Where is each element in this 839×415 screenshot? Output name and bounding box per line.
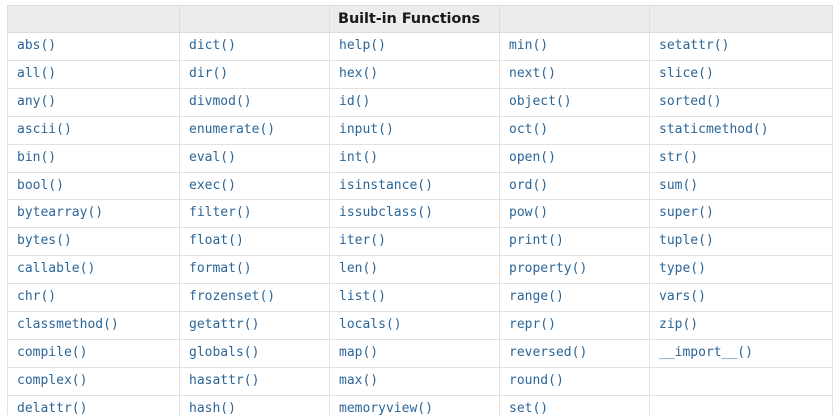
header-cell-1 bbox=[7, 5, 180, 33]
function-cell[interactable]: bool() bbox=[7, 171, 180, 201]
function-cell[interactable]: zip() bbox=[649, 311, 833, 340]
function-cell[interactable]: staticmethod() bbox=[649, 115, 833, 145]
page-title: Built-in Functions bbox=[329, 5, 500, 33]
function-cell[interactable]: tuple() bbox=[649, 227, 833, 257]
table-row: abs()dict()help()min()setattr() bbox=[7, 32, 833, 61]
function-cell[interactable]: callable() bbox=[7, 255, 180, 285]
table-row: classmethod()getattr()locals()repr()zip(… bbox=[7, 311, 833, 340]
table-row: bytes()float()iter()print()tuple() bbox=[7, 227, 833, 257]
function-cell[interactable]: repr() bbox=[499, 311, 650, 340]
function-cell[interactable]: hex() bbox=[329, 59, 500, 89]
table-row: chr()frozenset()list()range()vars() bbox=[7, 283, 833, 313]
function-cell[interactable]: exec() bbox=[179, 171, 330, 201]
function-cell[interactable]: str() bbox=[649, 143, 833, 173]
function-cell[interactable]: float() bbox=[179, 227, 330, 257]
function-cell[interactable]: map() bbox=[329, 338, 500, 368]
function-cell[interactable]: format() bbox=[179, 255, 330, 285]
function-cell[interactable]: issubclass() bbox=[329, 199, 500, 229]
function-cell[interactable]: type() bbox=[649, 255, 833, 285]
function-cell[interactable]: round() bbox=[499, 366, 650, 396]
function-cell[interactable]: pow() bbox=[499, 199, 650, 229]
table-row: all()dir()hex()next()slice() bbox=[7, 59, 833, 89]
function-cell[interactable]: globals() bbox=[179, 338, 330, 368]
empty-cell bbox=[649, 394, 833, 415]
function-cell[interactable]: help() bbox=[329, 32, 500, 61]
table-body: abs()dict()help()min()setattr()all()dir(… bbox=[7, 32, 833, 415]
function-cell[interactable]: abs() bbox=[7, 32, 180, 61]
function-cell[interactable]: int() bbox=[329, 143, 500, 173]
function-cell[interactable]: locals() bbox=[329, 311, 500, 340]
function-cell[interactable]: complex() bbox=[7, 366, 180, 396]
function-cell[interactable]: ascii() bbox=[7, 115, 180, 145]
function-cell[interactable]: bytes() bbox=[7, 227, 180, 257]
function-cell[interactable]: enumerate() bbox=[179, 115, 330, 145]
header-cell-4 bbox=[499, 5, 650, 33]
function-cell[interactable]: any() bbox=[7, 87, 180, 117]
function-cell[interactable]: divmod() bbox=[179, 87, 330, 117]
function-cell[interactable]: reversed() bbox=[499, 338, 650, 368]
function-cell[interactable]: next() bbox=[499, 59, 650, 89]
function-cell[interactable]: filter() bbox=[179, 199, 330, 229]
function-cell[interactable]: max() bbox=[329, 366, 500, 396]
table-row: complex()hasattr()max()round() bbox=[7, 366, 833, 396]
function-cell[interactable]: ord() bbox=[499, 171, 650, 201]
table-row: callable()format()len()property()type() bbox=[7, 255, 833, 285]
table-row: bool()exec()isinstance()ord()sum() bbox=[7, 171, 833, 201]
function-cell[interactable]: memoryview() bbox=[329, 394, 500, 415]
function-cell[interactable]: hash() bbox=[179, 394, 330, 415]
function-cell[interactable]: bin() bbox=[7, 143, 180, 173]
function-cell[interactable]: all() bbox=[7, 59, 180, 89]
table-row: bytearray()filter()issubclass()pow()supe… bbox=[7, 199, 833, 229]
table-header-row: Built-in Functions bbox=[7, 5, 833, 33]
function-cell[interactable]: isinstance() bbox=[329, 171, 500, 201]
function-cell[interactable]: super() bbox=[649, 199, 833, 229]
table-row: bin()eval()int()open()str() bbox=[7, 143, 833, 173]
table-row: delattr()hash()memoryview()set() bbox=[7, 394, 833, 415]
function-cell[interactable]: print() bbox=[499, 227, 650, 257]
builtin-functions-table: Built-in Functions abs()dict()help()min(… bbox=[7, 5, 833, 415]
function-cell[interactable]: compile() bbox=[7, 338, 180, 368]
empty-cell bbox=[649, 366, 833, 396]
table-row: compile()globals()map()reversed()__impor… bbox=[7, 338, 833, 368]
function-cell[interactable]: dir() bbox=[179, 59, 330, 89]
header-cell-2 bbox=[179, 5, 330, 33]
function-cell[interactable]: getattr() bbox=[179, 311, 330, 340]
function-cell[interactable]: oct() bbox=[499, 115, 650, 145]
table-row: any()divmod()id()object()sorted() bbox=[7, 87, 833, 117]
function-cell[interactable]: id() bbox=[329, 87, 500, 117]
function-cell[interactable]: len() bbox=[329, 255, 500, 285]
function-cell[interactable]: range() bbox=[499, 283, 650, 313]
function-cell[interactable]: bytearray() bbox=[7, 199, 180, 229]
function-cell[interactable]: chr() bbox=[7, 283, 180, 313]
function-cell[interactable]: sum() bbox=[649, 171, 833, 201]
function-cell[interactable]: dict() bbox=[179, 32, 330, 61]
table-row: ascii()enumerate()input()oct()staticmeth… bbox=[7, 115, 833, 145]
function-cell[interactable]: property() bbox=[499, 255, 650, 285]
function-cell[interactable]: setattr() bbox=[649, 32, 833, 61]
function-cell[interactable]: classmethod() bbox=[7, 311, 180, 340]
function-cell[interactable]: sorted() bbox=[649, 87, 833, 117]
function-cell[interactable]: min() bbox=[499, 32, 650, 61]
function-cell[interactable]: __import__() bbox=[649, 338, 833, 368]
function-cell[interactable]: hasattr() bbox=[179, 366, 330, 396]
function-cell[interactable]: object() bbox=[499, 87, 650, 117]
function-cell[interactable]: open() bbox=[499, 143, 650, 173]
function-cell[interactable]: set() bbox=[499, 394, 650, 415]
function-cell[interactable]: slice() bbox=[649, 59, 833, 89]
header-cell-5 bbox=[649, 5, 833, 33]
function-cell[interactable]: list() bbox=[329, 283, 500, 313]
function-cell[interactable]: frozenset() bbox=[179, 283, 330, 313]
table-head: Built-in Functions bbox=[7, 5, 833, 33]
function-cell[interactable]: delattr() bbox=[7, 394, 180, 415]
function-cell[interactable]: input() bbox=[329, 115, 500, 145]
function-cell[interactable]: iter() bbox=[329, 227, 500, 257]
function-cell[interactable]: vars() bbox=[649, 283, 833, 313]
function-cell[interactable]: eval() bbox=[179, 143, 330, 173]
